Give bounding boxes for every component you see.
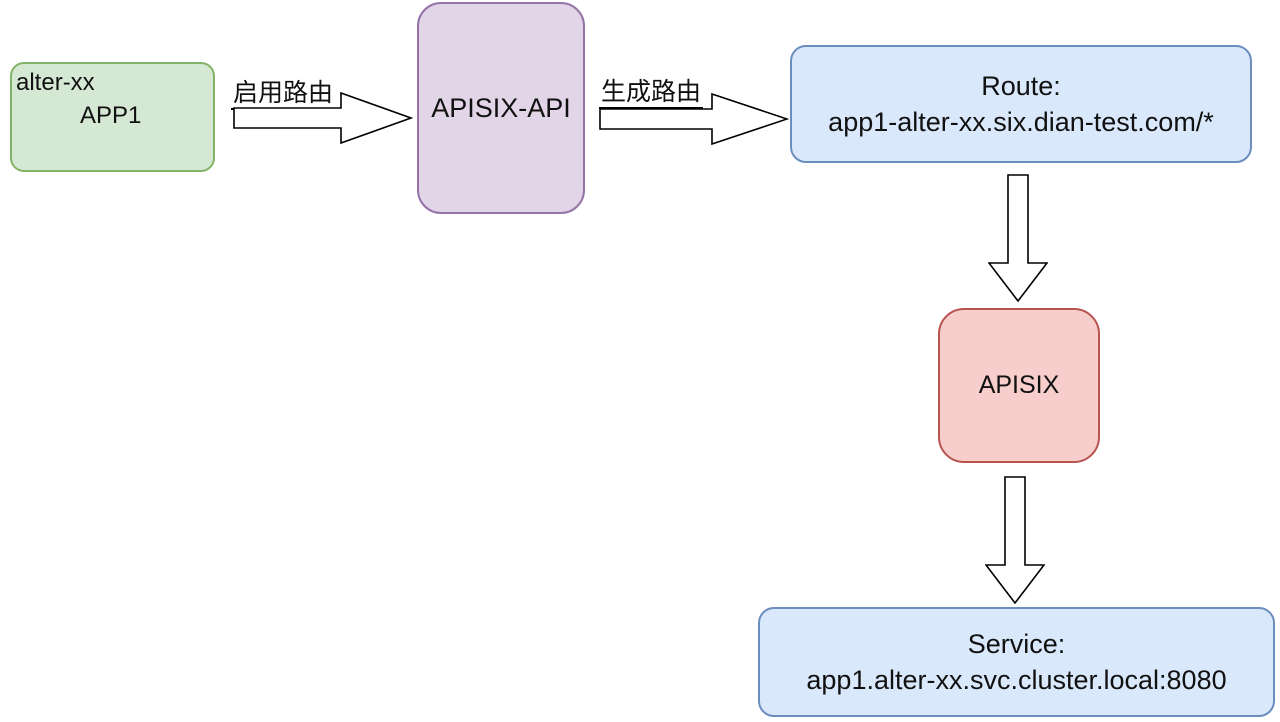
node-apisix-api: APISIX-API (417, 2, 585, 214)
arrow-down-apisix-to-service-icon (985, 476, 1045, 604)
node-service: Service: app1.alter-xx.svc.cluster.local… (758, 607, 1275, 717)
node-route-host: app1-alter-xx.six.dian-test.com/* (828, 107, 1214, 137)
node-service-title: Service: (967, 629, 1066, 659)
arrow-right-generate-route-icon (599, 93, 789, 145)
node-apisix-api-label: APISIX-API (431, 92, 571, 123)
edge-label-generate-route: 生成路由 (599, 80, 704, 109)
arrow-down-route-to-apisix-icon (988, 174, 1048, 302)
node-app1-line2: APP1 (80, 102, 142, 129)
node-app1: alter-xx APP1 (10, 62, 215, 172)
arrow-right-enable-route-icon (233, 92, 413, 144)
node-route: Route: app1-alter-xx.six.dian-test.com/* (790, 45, 1252, 163)
node-app1-line1: alter-xx (16, 69, 95, 96)
node-service-endpoint: app1.alter-xx.svc.cluster.local:8080 (806, 665, 1227, 695)
node-apisix-label: APISIX (978, 371, 1060, 399)
node-apisix: APISIX (938, 308, 1100, 463)
node-route-title: Route: (981, 71, 1061, 101)
